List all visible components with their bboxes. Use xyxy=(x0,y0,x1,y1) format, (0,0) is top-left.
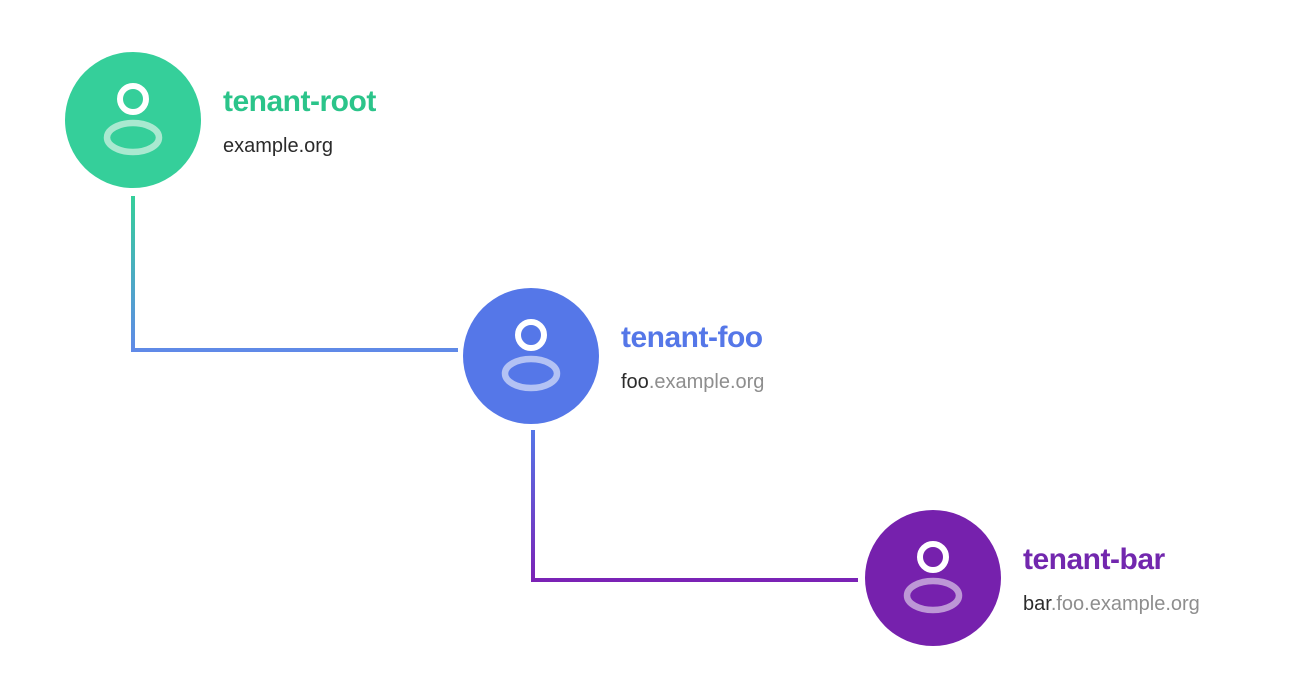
tenant-domain-label: bar.foo.example.org xyxy=(1023,592,1200,616)
connector-line-foo-bar xyxy=(531,430,858,582)
tenant-info: tenant-foo foo.example.org xyxy=(621,318,764,394)
domain-highlight: example.org xyxy=(223,135,334,157)
person-avatar-icon xyxy=(65,52,201,188)
connector-line-root-foo xyxy=(131,196,458,352)
tenant-node-root: tenant-root example.org xyxy=(65,52,376,188)
person-avatar-icon xyxy=(463,288,599,424)
tenant-domain-label: foo.example.org xyxy=(621,370,764,394)
tenant-node-bar: tenant-bar bar.foo.example.org xyxy=(865,510,1200,646)
tenant-info: tenant-root example.org xyxy=(223,82,376,158)
person-avatar-icon xyxy=(865,510,1001,646)
tenant-name-label: tenant-bar xyxy=(1023,543,1165,576)
tenant-domain-label: example.org xyxy=(223,134,376,158)
domain-muted: .example.org xyxy=(648,371,765,393)
tenant-info: tenant-bar bar.foo.example.org xyxy=(1023,540,1200,616)
domain-highlight: bar xyxy=(1023,593,1051,615)
tenant-name-label: tenant-foo xyxy=(621,321,763,354)
domain-muted: .foo.example.org xyxy=(1050,593,1200,615)
tenant-name-label: tenant-root xyxy=(223,85,376,118)
domain-highlight: foo xyxy=(621,371,649,393)
tenant-node-foo: tenant-foo foo.example.org xyxy=(463,288,764,424)
